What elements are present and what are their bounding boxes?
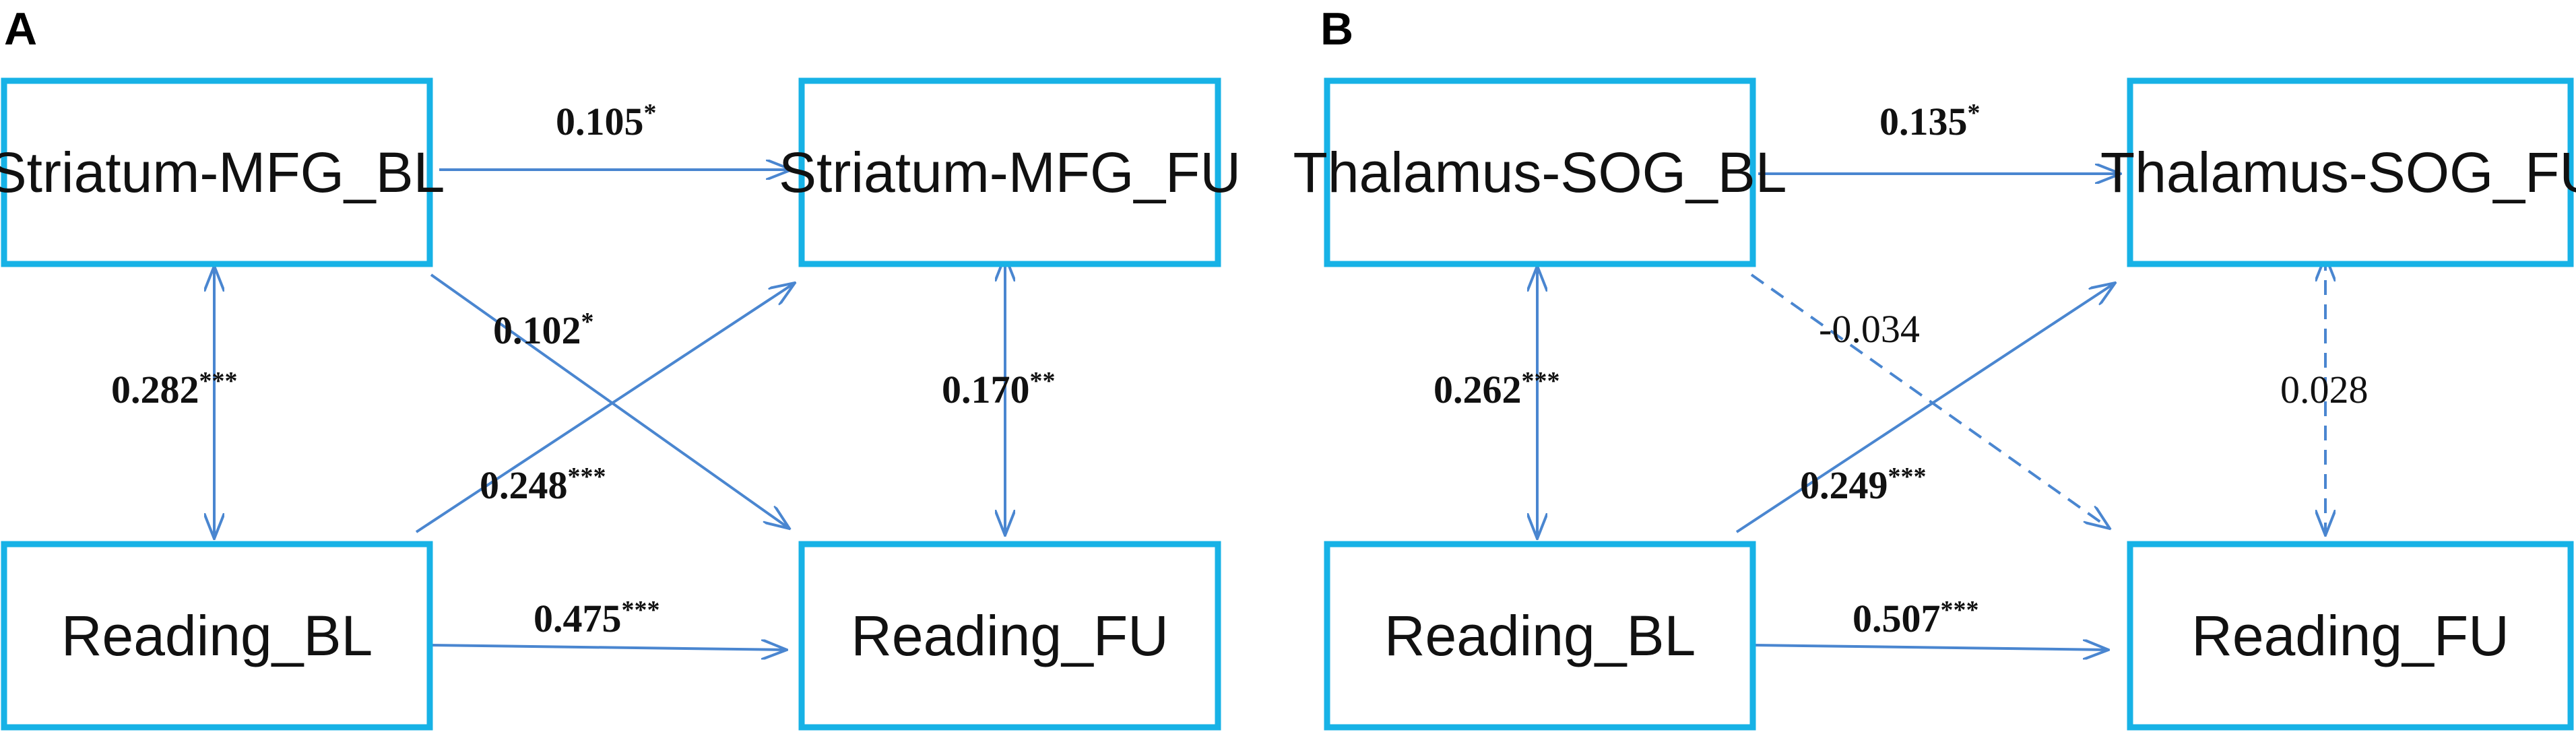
box-reading-bl-b: Reading_BL	[1324, 541, 1756, 731]
box-label: Reading_BL	[61, 604, 373, 667]
coef-diag-up-b: 0.249***	[1800, 463, 1927, 507]
panel-label-a: A	[4, 3, 37, 55]
coef-diag-up-a: 0.248***	[480, 463, 606, 507]
coef-right-b: 0.028	[2280, 368, 2369, 411]
coef-diag-down-b: -0.034	[1819, 307, 1920, 351]
box-reading-fu-a: Reading_FU	[798, 541, 1221, 731]
coef-left-b: 0.262***	[1434, 367, 1560, 411]
box-label: Thalamus-SOG_BL	[1293, 141, 1787, 204]
box-striatum-bl: Striatum-MFG_BL	[0, 77, 445, 267]
panel-a: A Striatum-MFG_BL Striatum-MFG_FU Readin…	[0, 3, 1241, 731]
path-arrow-diag-down-a	[430, 273, 790, 529]
coef-top-b: 0.135*	[1879, 99, 1981, 143]
path-arrow-bottom-b	[1754, 645, 2108, 650]
coef-right-a: 0.170**	[942, 367, 1056, 411]
box-thalamus-fu: Thalamus-SOG_FU	[2100, 77, 2576, 267]
path-arrow-diag-up-b	[1735, 283, 2115, 533]
box-thalamus-bl: Thalamus-SOG_BL	[1293, 77, 1787, 267]
path-arrow-diag-down-b	[1750, 273, 2110, 529]
coef-bottom-b: 0.507***	[1853, 596, 1979, 640]
box-reading-fu-b: Reading_FU	[2127, 541, 2574, 731]
coef-bottom-a: 0.475***	[534, 596, 660, 640]
coef-top-a: 0.105*	[556, 99, 657, 143]
box-label: Thalamus-SOG_FU	[2100, 141, 2576, 204]
coef-left-a: 0.282***	[111, 367, 238, 411]
box-label: Reading_FU	[851, 604, 1169, 667]
path-arrow-diag-up-a	[415, 283, 795, 533]
box-label: Reading_BL	[1384, 604, 1696, 667]
box-reading-bl-a: Reading_BL	[1, 541, 433, 731]
panel-b: B Thalamus-SOG_BL Thalamus-SOG_FU Readin…	[1293, 3, 2576, 731]
box-label: Striatum-MFG_FU	[779, 141, 1241, 204]
path-arrow-bottom-a	[430, 645, 787, 650]
coef-diag-down-a: 0.102*	[493, 308, 594, 352]
panel-label-b: B	[1320, 3, 1353, 55]
box-label: Reading_FU	[2191, 604, 2509, 667]
box-striatum-fu: Striatum-MFG_FU	[779, 77, 1241, 267]
box-label: Striatum-MFG_BL	[0, 141, 445, 204]
